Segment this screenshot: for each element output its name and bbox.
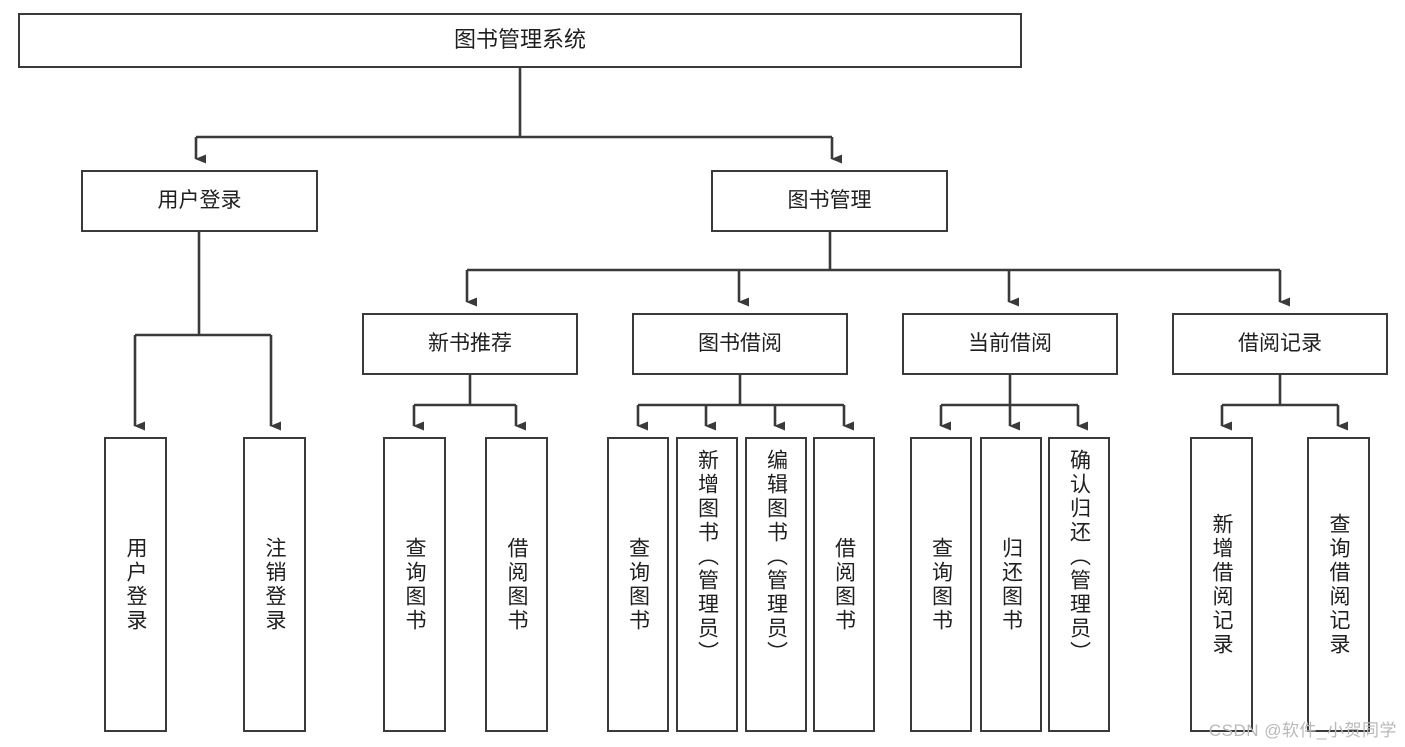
node-book-borrow[interactable]: 图书借阅 bbox=[632, 313, 848, 375]
leaf-recommend-borrow-book[interactable]: 借阅图书 bbox=[485, 437, 548, 732]
leaf-borrow-borrow-book-label: 借阅图书 bbox=[832, 536, 856, 633]
node-borrow-record-label: 借阅记录 bbox=[1238, 332, 1322, 356]
csdn-watermark: CSDN @软件_小贺同学 bbox=[1208, 721, 1397, 740]
node-book-borrow-label: 图书借阅 bbox=[698, 332, 782, 356]
leaf-current-query-book-label: 查询图书 bbox=[929, 536, 953, 633]
leaf-current-confirm-return-label: 确认归还（管理员） bbox=[1067, 449, 1091, 665]
leaf-borrow-edit-book-label: 编辑图书（管理员） bbox=[764, 449, 788, 665]
leaf-borrow-borrow-book[interactable]: 借阅图书 bbox=[813, 437, 875, 732]
node-user-login-label: 用户登录 bbox=[157, 189, 242, 213]
leaf-borrow-query-book[interactable]: 查询图书 bbox=[607, 437, 669, 732]
node-book-management-label: 图书管理 bbox=[787, 189, 872, 213]
leaf-current-return-book[interactable]: 归还图书 bbox=[980, 437, 1042, 732]
leaf-current-return-book-label: 归还图书 bbox=[999, 536, 1023, 633]
node-book-management[interactable]: 图书管理 bbox=[711, 170, 948, 232]
leaf-recommend-borrow-book-label: 借阅图书 bbox=[505, 536, 528, 633]
leaf-record-add-record-label: 新增借阅记录 bbox=[1210, 512, 1233, 657]
leaf-current-confirm-return[interactable]: 确认归还（管理员） bbox=[1048, 437, 1110, 732]
leaf-borrow-query-book-label: 查询图书 bbox=[626, 536, 650, 633]
node-borrow-record[interactable]: 借阅记录 bbox=[1172, 313, 1388, 375]
node-current-borrow-label: 当前借阅 bbox=[968, 332, 1052, 356]
leaf-user-login-login-label: 用户登录 bbox=[124, 536, 147, 633]
node-new-book-recommend-label: 新书推荐 bbox=[428, 332, 512, 356]
leaf-borrow-edit-book[interactable]: 编辑图书（管理员） bbox=[745, 437, 807, 732]
leaf-recommend-query-book[interactable]: 查询图书 bbox=[383, 437, 446, 732]
leaf-record-query-record[interactable]: 查询借阅记录 bbox=[1307, 437, 1370, 732]
node-user-login[interactable]: 用户登录 bbox=[81, 170, 318, 232]
node-new-book-recommend[interactable]: 新书推荐 bbox=[362, 313, 578, 375]
node-root-system-label: 图书管理系统 bbox=[453, 27, 586, 53]
leaf-recommend-query-book-label: 查询图书 bbox=[403, 536, 426, 633]
leaf-current-query-book[interactable]: 查询图书 bbox=[910, 437, 972, 732]
leaf-user-login-login[interactable]: 用户登录 bbox=[104, 437, 167, 732]
leaf-user-login-logout[interactable]: 注销登录 bbox=[243, 437, 306, 732]
leaf-borrow-add-book[interactable]: 新增图书（管理员） bbox=[676, 437, 738, 732]
leaf-borrow-add-book-label: 新增图书（管理员） bbox=[695, 449, 719, 665]
node-current-borrow[interactable]: 当前借阅 bbox=[902, 313, 1118, 375]
node-root-system[interactable]: 图书管理系统 bbox=[18, 13, 1022, 68]
leaf-record-add-record[interactable]: 新增借阅记录 bbox=[1190, 437, 1253, 732]
leaf-user-login-logout-label: 注销登录 bbox=[263, 536, 286, 633]
leaf-record-query-record-label: 查询借阅记录 bbox=[1327, 512, 1350, 657]
